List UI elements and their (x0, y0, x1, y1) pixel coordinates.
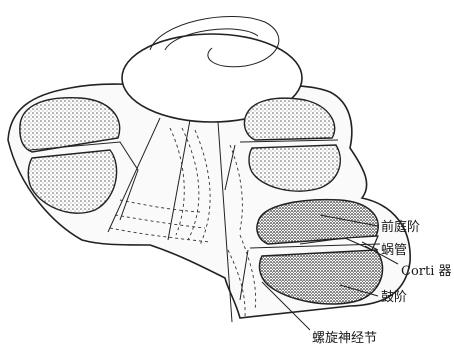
label-scala-vestibuli: 前庭阶 (381, 219, 420, 235)
label-scala-tympani: 鼓阶 (381, 290, 407, 305)
label-spiral-ganglion: 螺旋神经节 (312, 331, 377, 346)
label-organ-of-corti: Corti 器 (401, 264, 452, 279)
label-cochlear-duct: 蜗管 (381, 242, 407, 258)
